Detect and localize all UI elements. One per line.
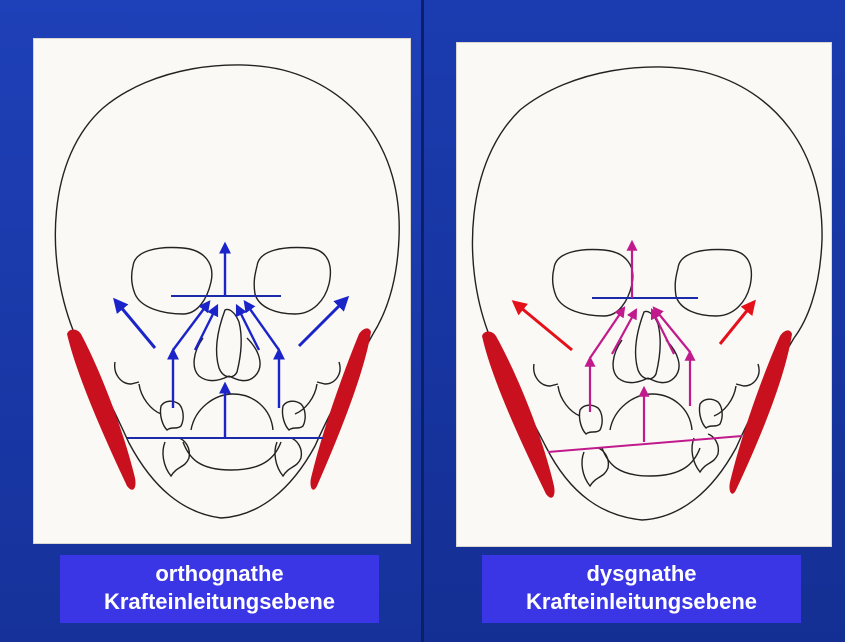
left-orbit (132, 248, 212, 314)
right-molar-lower (275, 438, 301, 476)
arrow-right-inner (652, 310, 674, 354)
orthognathe-skull-diagram (33, 38, 411, 544)
arrow-left-inner (195, 306, 217, 350)
arrow-left-inner (612, 310, 636, 354)
left-caption: orthognathe Krafteinleitungsebene (60, 555, 379, 623)
panel-divider (421, 0, 424, 642)
left-skull-card (33, 38, 411, 544)
arrow-right-diag (245, 302, 279, 350)
right-masseter-muscle (729, 330, 792, 493)
right-skull-card (456, 42, 832, 547)
right-molar-upper (282, 401, 305, 430)
right-orbit (254, 248, 330, 314)
maxilla-arch (191, 394, 273, 430)
left-caption-line1: orthognathe (60, 560, 379, 588)
left-molar-lower (163, 438, 189, 476)
right-orbit (675, 250, 751, 316)
left-masseter-muscle (482, 332, 555, 498)
mandible-arch (183, 442, 281, 470)
nasal-aperture (636, 312, 661, 379)
left-orbit (553, 250, 633, 316)
left-caption-line2: Krafteinleitungsebene (60, 588, 379, 616)
right-masseter-muscle (310, 328, 371, 489)
mandible-arch (602, 448, 700, 476)
right-caption: dysgnathe Krafteinleitungsebene (482, 555, 801, 623)
maxilla-arch (610, 394, 692, 430)
left-masseter-muscle (67, 330, 136, 490)
nasal-aperture (217, 310, 242, 377)
right-caption-line2: Krafteinleitungsebene (482, 588, 801, 616)
cranium-outline (55, 65, 399, 334)
right-caption-line1: dysgnathe (482, 560, 801, 588)
dysgnathe-skull-diagram (456, 42, 832, 547)
arrow-left-outer-red (514, 302, 572, 350)
arrow-right-outer (299, 298, 347, 346)
arrow-left-diag (173, 302, 209, 350)
